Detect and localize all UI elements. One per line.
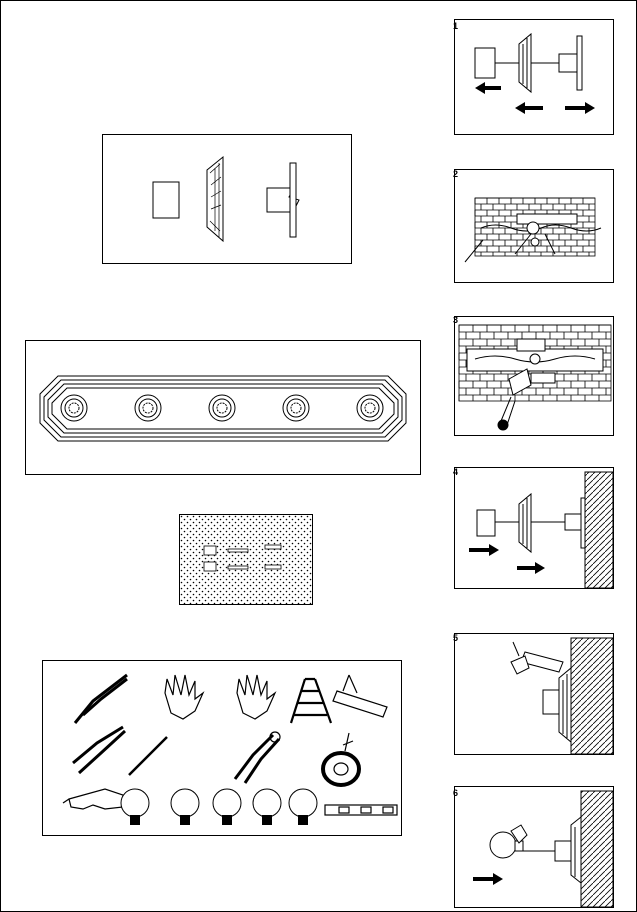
decorative-plate-shape (558, 666, 572, 744)
fixture-top-view (25, 340, 421, 475)
step-2-number: 2 (453, 169, 459, 179)
direction-arrows (475, 82, 595, 114)
glass-shade-shape (474, 47, 496, 79)
canopy-shape (266, 187, 294, 213)
wire-nut-shape (203, 545, 217, 556)
screw-shape (227, 548, 249, 553)
decorative-plate-shape (518, 32, 532, 94)
step-5-panel (454, 633, 614, 755)
light-bulb-icon (212, 788, 242, 825)
arrow-left-icon (475, 82, 501, 94)
arrow-right-icon (565, 102, 595, 114)
screwdriver-icon (128, 736, 168, 776)
bolt-shape (264, 544, 282, 550)
light-bulb-icon (170, 788, 200, 825)
light-bulb-icon (288, 788, 318, 825)
electrical-tape-icon (321, 732, 361, 787)
wire-strippers-icon (233, 731, 281, 784)
arrow-right-icon (469, 544, 499, 556)
step-6-number: 6 (453, 788, 459, 798)
bolt-shape (264, 564, 282, 570)
canopy-shape (564, 513, 582, 531)
wire-cutters-icon (72, 725, 127, 775)
hardware-pack (179, 514, 313, 605)
socket-2 (134, 394, 162, 422)
caulking-gun-icon (510, 641, 564, 675)
caulking-gun-icon (332, 674, 388, 718)
decorative-plate-shape (518, 492, 532, 554)
glove-right-icon (236, 674, 277, 720)
decorative-plate-shape (206, 155, 224, 243)
step-ladder-icon (289, 677, 333, 724)
glove-left-icon (164, 674, 205, 720)
level-icon (324, 804, 398, 816)
canopy-shape (554, 840, 572, 862)
decorative-plate-shape (570, 815, 582, 885)
step-4-panel (454, 467, 614, 589)
wall-section (580, 790, 613, 907)
tools-required (42, 660, 402, 836)
parts-exploded-view (102, 134, 352, 264)
step-4-number: 4 (453, 467, 459, 477)
canopy-shape (542, 689, 560, 715)
light-bulb-icon (252, 788, 282, 825)
needle-nose-pliers-icon (73, 673, 128, 724)
step-1-number: 1 (453, 21, 459, 31)
step-2-panel (454, 169, 614, 283)
step-3-number: 3 (453, 315, 459, 325)
fixture-with-wires (464, 213, 602, 263)
socket-5 (356, 394, 384, 422)
fixture-on-wall (466, 338, 604, 384)
step-3-panel (454, 316, 614, 436)
canopy-shape (558, 53, 578, 73)
step-5-number: 5 (453, 633, 459, 643)
safety-glasses-icon (62, 788, 124, 810)
step-6-panel (454, 786, 614, 908)
wall-section (584, 471, 613, 588)
mounting-plate-shape (289, 162, 297, 238)
socket-1 (60, 394, 88, 422)
light-bulb-icon (120, 788, 150, 825)
wall-section (570, 637, 613, 754)
backplate-outline (39, 375, 407, 442)
screw-shape (227, 565, 249, 570)
hand-icon (510, 824, 528, 844)
socket-3 (208, 394, 236, 422)
hand-with-screwdriver (497, 368, 532, 431)
glass-shade-shape (152, 181, 180, 219)
step-1-panel (454, 19, 614, 135)
socket-4 (282, 394, 310, 422)
wire-nut-shape (203, 561, 217, 572)
arrow-left-icon (515, 102, 543, 114)
glass-shade-shape (476, 509, 496, 537)
arrow-right-icon (517, 562, 545, 574)
arrow-right-icon (473, 873, 503, 885)
